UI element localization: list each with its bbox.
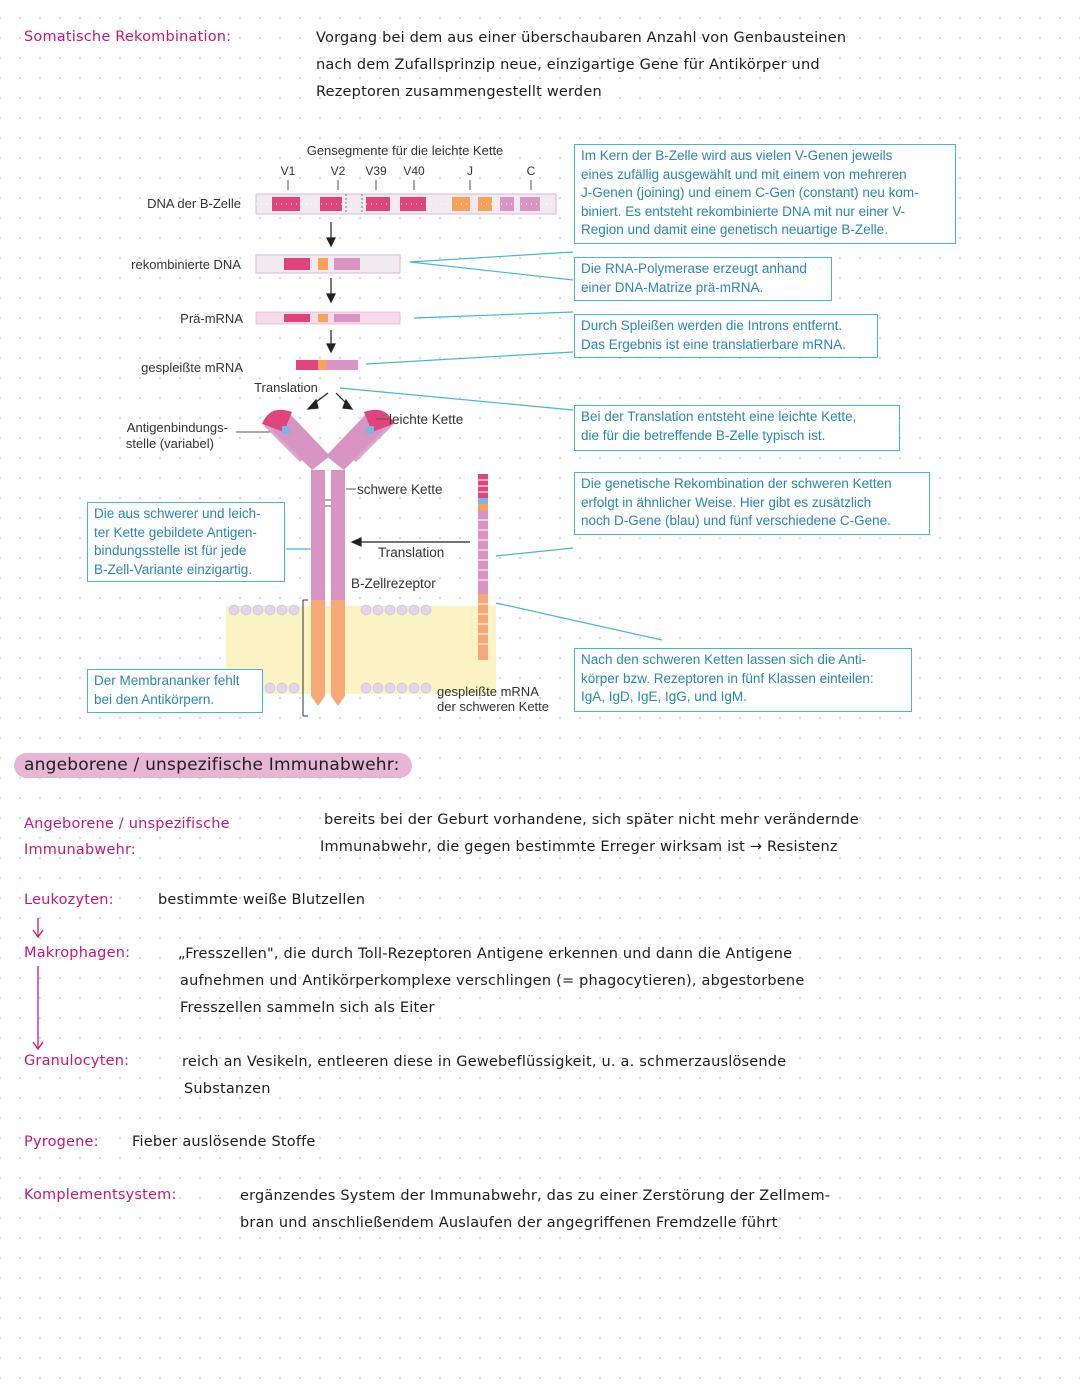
caption-line: körper bzw. Rezeptoren in fünf Klassen e… <box>581 670 874 686</box>
heavy-mrna-label-1: gespleißte mRNA <box>437 684 539 699</box>
light-chain-label: leichte Kette <box>389 412 463 427</box>
caption-line: Die genetische Rekombination der schwere… <box>581 476 892 491</box>
connector-lines <box>263 251 663 685</box>
text-line: aufnehmen und Antikörperkomplexe verschl… <box>180 973 805 989</box>
definition-leukocytes: bestimmte weiße Blutzellen <box>158 892 366 908</box>
caption-line: bei den Antikörpern. <box>94 691 215 707</box>
segment-label: C <box>527 164 536 178</box>
caption-box-recombination: Im Kern der B-Zelle wird aus vielen V-Ge… <box>574 144 956 244</box>
caption-line: Die aus schwerer und leich- <box>94 506 261 521</box>
text-line: Immunabwehr, die gegen bestimmte Erreger… <box>320 839 838 855</box>
spliced-mrna <box>296 360 358 370</box>
row-label-recombined-dna: rekombinierte DNA <box>131 257 241 272</box>
cell-membrane <box>226 604 496 694</box>
caption-line: eines zufällig ausgewählt und mit einem … <box>581 166 907 182</box>
caption-line: erfolgt in ähnlicher Weise. Hier gibt es… <box>581 494 872 510</box>
term-innate-immunity: Angeborene / unspezifische Immunabwehr: <box>24 811 230 863</box>
text-line: bran und anschließendem Auslaufen der an… <box>240 1215 778 1231</box>
term-macrophages: Makrophagen: <box>24 945 131 961</box>
caption-box-transcription: Die RNA-Polymerase erzeugt anhand einer … <box>574 257 832 301</box>
heavy-mrna-label-2: der schweren Kette <box>437 699 549 714</box>
caption-line: Bei der Translation entsteht eine leicht… <box>581 409 857 424</box>
b-cell-receptor <box>262 409 394 706</box>
definition-pyrogens: Fieber auslösende Stoffe <box>132 1134 316 1150</box>
caption-line: noch D-Gene (blau) und fünf verschiedene… <box>581 513 891 528</box>
caption-line: die für die betreffende B-Zelle typisch … <box>581 427 826 443</box>
translation-label-2: Translation <box>378 545 444 560</box>
row-label-spliced-mrna: gespleißte mRNA <box>141 360 243 375</box>
caption-line: einer DNA-Matrize prä-mRNA. <box>581 279 764 295</box>
term-complement-system: Komplementsystem: <box>24 1187 177 1203</box>
term-pyrogens: Pyrogene: <box>24 1134 99 1150</box>
heavy-chain-label: schwere Kette <box>357 482 443 497</box>
segment-label: V1 <box>281 164 296 178</box>
segment-label: V39 <box>365 164 387 178</box>
caption-line: Der Membrananker fehlt <box>94 673 240 688</box>
caption-box-splicing: Durch Spleißen werden die Introns entfer… <box>574 314 878 358</box>
segment-label: J <box>467 164 473 178</box>
text-line: Rezeptoren zusammengestellt werden <box>316 84 602 100</box>
row-label-pre-mrna: Prä-mRNA <box>180 311 243 326</box>
translation-label: Translation <box>254 380 318 395</box>
caption-line: IgA, IgD, IgE, IgG, und IgM. <box>581 689 747 704</box>
segment-label: V40 <box>403 164 425 178</box>
caption-box-heavy-chain: Die genetische Rekombination der schwere… <box>574 472 930 535</box>
text-line: reich an Vesikeln, entleeren diese in Ge… <box>182 1054 787 1070</box>
definition-innate-immunity: bereits bei der Geburt vorhandene, sich … <box>320 807 1076 861</box>
antigen-site-label-2: stelle (variabel) <box>126 436 214 451</box>
dna-strand <box>255 193 557 215</box>
text-line: Vorgang bei dem aus einer überschaubaren… <box>316 30 847 46</box>
caption-box-membrane-anchor: Der Membrananker fehlt bei den Antikörpe… <box>87 669 263 713</box>
b-cell-recombination-figure: Gensegmente für die leichte Kette V1 V2 … <box>126 143 663 717</box>
definition-complement-system: ergänzendes System der Immunabwehr, das … <box>240 1183 1060 1237</box>
antigen-site-label-1: Antigenbindungs- <box>127 420 228 435</box>
recombined-dna <box>255 254 401 274</box>
caption-line: bindungsstelle ist für jede <box>94 543 247 558</box>
caption-line: Region und damit eine genetisch neuartig… <box>581 222 888 237</box>
term-somatic-recombination: Somatische Rekombination: <box>24 29 232 45</box>
caption-line: ter Kette gebildete Antigen- <box>94 524 257 540</box>
row-label-dna: DNA der B-Zelle <box>147 196 241 211</box>
text-line: Substanzen <box>184 1081 271 1097</box>
pre-mrna <box>255 311 401 325</box>
definition-somatic-recombination: Vorgang bei dem aus einer überschaubaren… <box>316 25 1056 106</box>
definition-granulocytes: reich an Vesikeln, entleeren diese in Ge… <box>182 1049 1042 1103</box>
term-line: Angeborene / unspezifische <box>24 816 230 832</box>
segment-tick-lines <box>287 180 532 190</box>
text-line: ergänzendes System der Immunabwehr, das … <box>240 1188 831 1204</box>
text-line: Fresszellen sammeln sich als Eiter <box>180 1000 435 1016</box>
section-heading-innate-immunity: angeborene / unspezifische Immunabwehr: <box>14 753 412 778</box>
gene-segments-title: Gensegmente für die leichte Kette <box>307 143 504 158</box>
caption-line: J-Genen (joining) und einem C-Gen (const… <box>581 185 919 200</box>
caption-line: Im Kern der B-Zelle wird aus vielen V-Ge… <box>581 148 893 163</box>
definition-macrophages: „Fresszellen", die durch Toll-Rezeptoren… <box>178 941 1058 1022</box>
text-line: „Fresszellen", die durch Toll-Rezeptoren… <box>178 946 793 962</box>
caption-line: Das Ergebnis ist eine translatierbare mR… <box>581 336 846 352</box>
caption-box-antibody-classes: Nach den schweren Ketten lassen sich die… <box>574 648 912 712</box>
term-line: Immunabwehr: <box>24 842 136 858</box>
caption-line: Nach den schweren Ketten lassen sich die… <box>581 652 867 667</box>
term-granulocytes: Granulocyten: <box>24 1053 130 1069</box>
segment-label: V2 <box>331 164 346 178</box>
process-arrows <box>306 222 470 547</box>
caption-line: B-Zell-Variante einzigartig. <box>94 561 253 577</box>
text-line: bereits bei der Geburt vorhandene, sich … <box>324 812 859 828</box>
heavy-chain-mrna <box>478 474 488 660</box>
term-leukocytes: Leukozyten: <box>24 892 114 908</box>
caption-box-translation: Bei der Translation entsteht eine leicht… <box>574 405 900 451</box>
caption-line: biniert. Es entsteht rekombinierte DNA m… <box>581 203 906 219</box>
caption-box-binding-site: Die aus schwerer und leich- ter Kette ge… <box>87 502 285 582</box>
caption-line: Durch Spleißen werden die Introns entfer… <box>581 318 843 333</box>
b-cell-receptor-label: B-Zellrezeptor <box>351 576 436 591</box>
caption-line: Die RNA-Polymerase erzeugt anhand <box>581 261 807 276</box>
text-line: nach dem Zufallsprinzip neue, einzigarti… <box>316 57 820 73</box>
hierarchy-arrows <box>32 918 44 1051</box>
